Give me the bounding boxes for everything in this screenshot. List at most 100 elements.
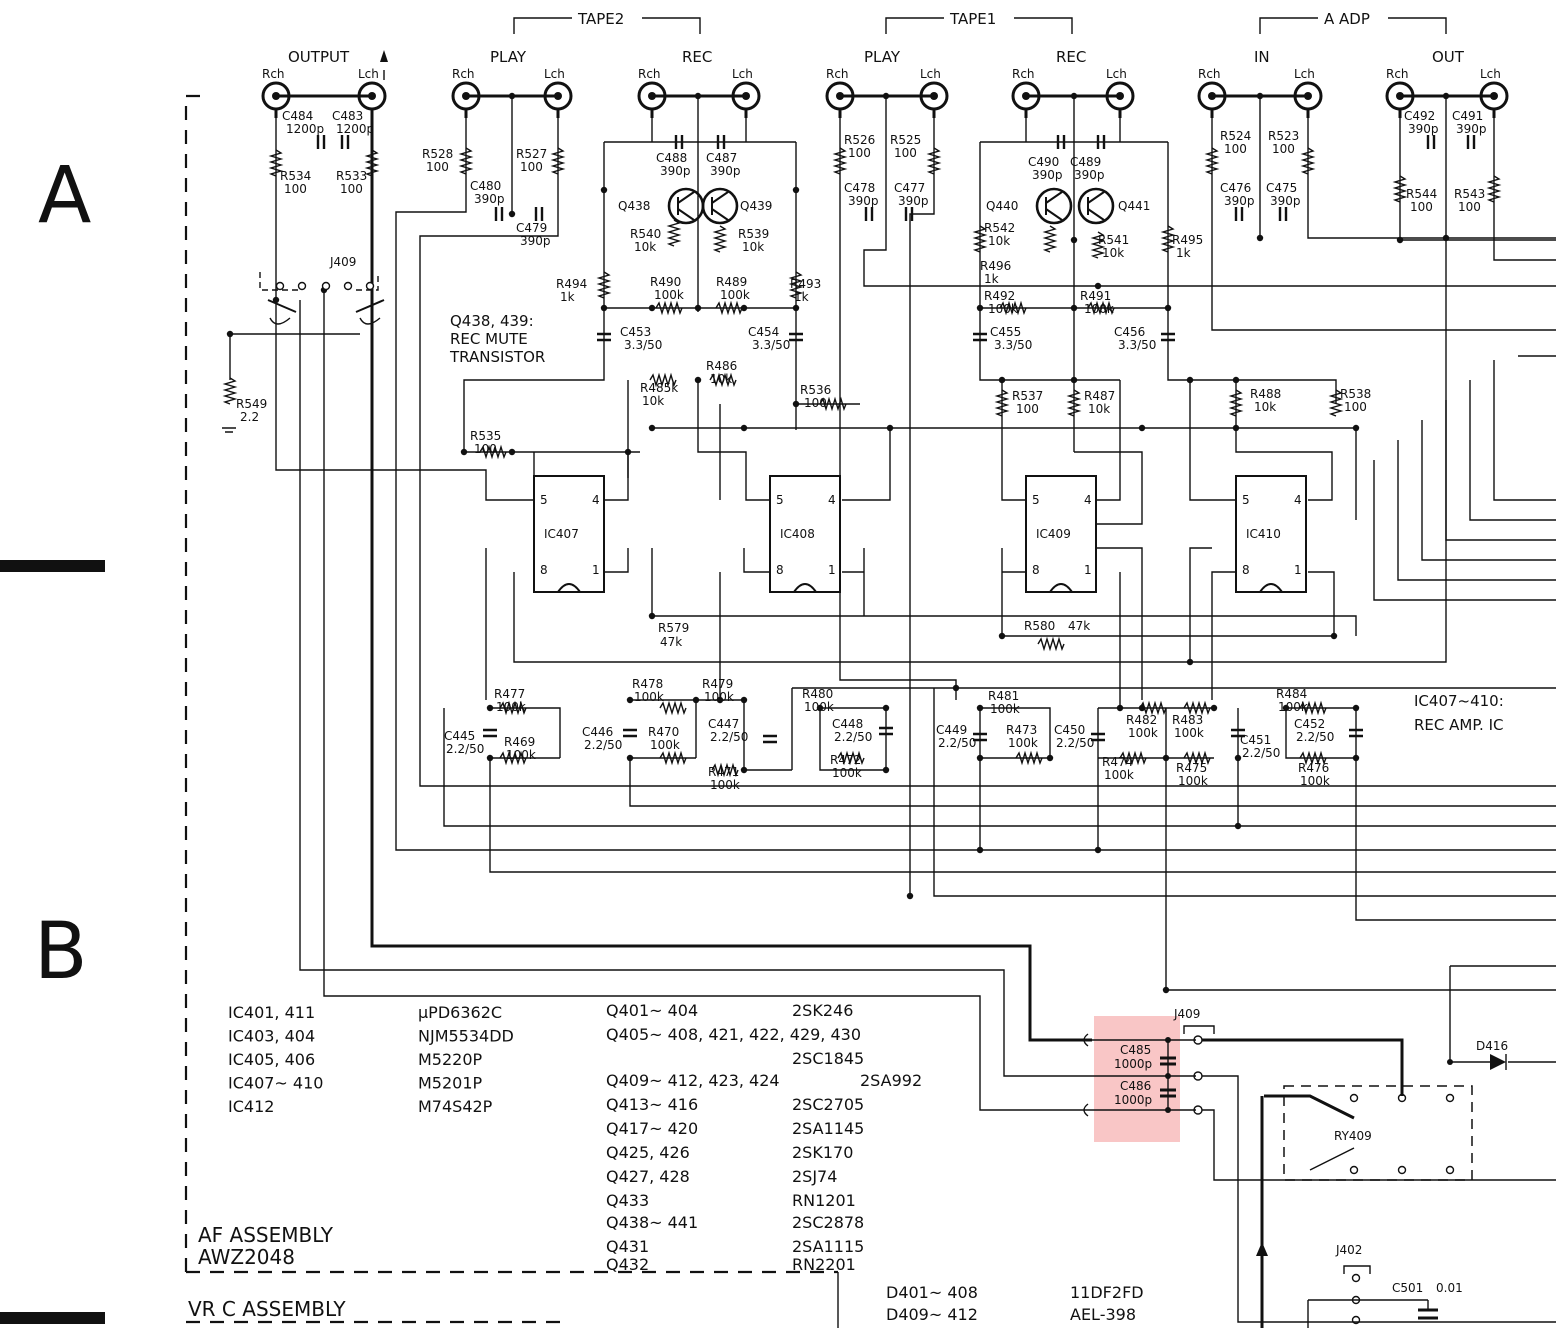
ic-label: IC407 xyxy=(544,527,579,541)
component-ref: R485k xyxy=(640,381,678,395)
component-ref: R474 xyxy=(1102,755,1133,769)
pin-label: 5 xyxy=(1032,493,1040,507)
component-ref: R491 xyxy=(1080,289,1111,303)
resistor-icon xyxy=(655,300,683,316)
resistor-icon xyxy=(666,219,682,247)
part-ref: D409~ 412 xyxy=(886,1305,978,1324)
component-ref: R479 xyxy=(702,677,733,691)
resistor-icon xyxy=(1139,700,1167,716)
resistor-icon xyxy=(711,762,739,778)
jack-links xyxy=(276,50,1494,1042)
part-type: 2SC2878 xyxy=(792,1213,864,1232)
relay-section: J409 D416 RY409 J402 C501 0.01 xyxy=(1173,965,1556,1328)
part-ref: IC403, 404 xyxy=(228,1027,315,1046)
capacitor-icon xyxy=(1056,135,1066,149)
pin-label: 1 xyxy=(1084,563,1092,577)
resistor-icon xyxy=(1183,750,1211,766)
component-ref: R539 xyxy=(738,227,769,241)
component-ref: R469 xyxy=(504,735,535,749)
resistor-icon xyxy=(659,750,687,766)
part-ref: Q417~ 420 xyxy=(606,1119,698,1138)
resistor-icon xyxy=(1087,300,1115,316)
component-value: 10k xyxy=(1088,402,1110,416)
pin-label: 1 xyxy=(1294,563,1302,577)
channel-label-l: Lch xyxy=(1294,67,1315,81)
component-value: 390p xyxy=(1224,194,1255,208)
component-ref: R476 xyxy=(1298,761,1329,775)
part-type: 2SC2705 xyxy=(792,1095,864,1114)
resistor-icon xyxy=(1299,700,1327,716)
pin-label: 1 xyxy=(828,563,836,577)
component-value: 100k xyxy=(832,766,862,780)
component-value: 100k xyxy=(1084,302,1114,316)
resistor-icon xyxy=(1090,231,1106,259)
component-ref: R538 xyxy=(1340,387,1371,401)
component-ref: R496 xyxy=(980,259,1011,273)
component-value: 2.2/50 xyxy=(1242,746,1280,760)
ic-label: IC408 xyxy=(780,527,815,541)
capacitor-icon xyxy=(1234,207,1244,221)
component-ref: R535 xyxy=(470,429,501,443)
resistor-icon xyxy=(1160,225,1176,253)
component-ref: R486 xyxy=(706,359,737,373)
channel-label-r: Rch xyxy=(1386,67,1409,81)
transistor-icon xyxy=(701,187,739,225)
pin-label: 8 xyxy=(1032,563,1040,577)
component-value: 390p xyxy=(848,194,879,208)
component-ref: R478 xyxy=(632,677,663,691)
component-value: 100 xyxy=(1016,402,1039,416)
component-ref: R534 xyxy=(280,169,311,183)
component-value: 2.2/50 xyxy=(584,738,622,752)
channel-label-r: Rch xyxy=(262,67,285,81)
component-ref: C489 xyxy=(1070,155,1101,169)
component-value: 2.2 xyxy=(240,410,259,424)
component-ref: C447 xyxy=(708,717,739,731)
resistor-icon xyxy=(709,372,737,388)
resistor-icon xyxy=(972,225,988,253)
channel-label-r: Rch xyxy=(1012,67,1035,81)
component-ref: R533 xyxy=(336,169,367,183)
part-type: 2SA1145 xyxy=(792,1119,864,1138)
highlight-box xyxy=(1094,1016,1180,1142)
resistor-icon xyxy=(1119,750,1147,766)
part-ref: D401~ 408 xyxy=(886,1283,978,1302)
channel-label-l: Lch xyxy=(358,67,379,81)
component-ref: R544 xyxy=(1406,187,1437,201)
group-title-play: PLAY xyxy=(490,48,527,66)
component-value: 390p xyxy=(710,164,741,178)
group-title-output: OUTPUT xyxy=(288,48,350,66)
resistor-icon xyxy=(1204,147,1220,175)
part-ref: IC401, 411 xyxy=(228,1003,315,1022)
capacitor-icon xyxy=(316,135,326,149)
relay-label: RY409 xyxy=(1334,1129,1372,1143)
component-value: 10k xyxy=(1254,400,1276,414)
pin-label: 5 xyxy=(1242,493,1250,507)
channel-label-r: Rch xyxy=(452,67,475,81)
capacitor-icon xyxy=(879,726,893,736)
resistor-icon xyxy=(479,444,507,460)
component-ref: R481 xyxy=(988,689,1019,703)
component-ref: R483 xyxy=(1172,713,1203,727)
component-value: 390p xyxy=(1074,168,1105,182)
pin-label: 4 xyxy=(1294,493,1302,507)
component-ref: C492 xyxy=(1404,109,1435,123)
capacitor-icon xyxy=(973,332,987,342)
component-ref: C451 xyxy=(1240,733,1271,747)
highlight-region: C485 1000p C486 1000p xyxy=(1083,1016,1196,1142)
component-value: 3.3/50 xyxy=(1118,338,1156,352)
part-type: 11DF2FD xyxy=(1070,1283,1144,1302)
capacitor-icon xyxy=(973,732,987,742)
resistor-icon xyxy=(550,147,566,175)
component-ref: C446 xyxy=(582,725,613,739)
component-value: 390p xyxy=(1408,122,1439,136)
resistor-icon xyxy=(268,149,284,177)
component-ref: C476 xyxy=(1220,181,1251,195)
resistor-icon xyxy=(458,147,474,175)
component-value: 2.2/50 xyxy=(710,730,748,744)
component-ref: C480 xyxy=(470,179,501,193)
component-ref: R580 xyxy=(1024,619,1055,633)
component-ref: C483 xyxy=(332,109,363,123)
component-ref: R528 xyxy=(422,147,453,161)
component-ref: Q441 xyxy=(1118,199,1150,213)
component-ref: R537 xyxy=(1012,389,1043,403)
